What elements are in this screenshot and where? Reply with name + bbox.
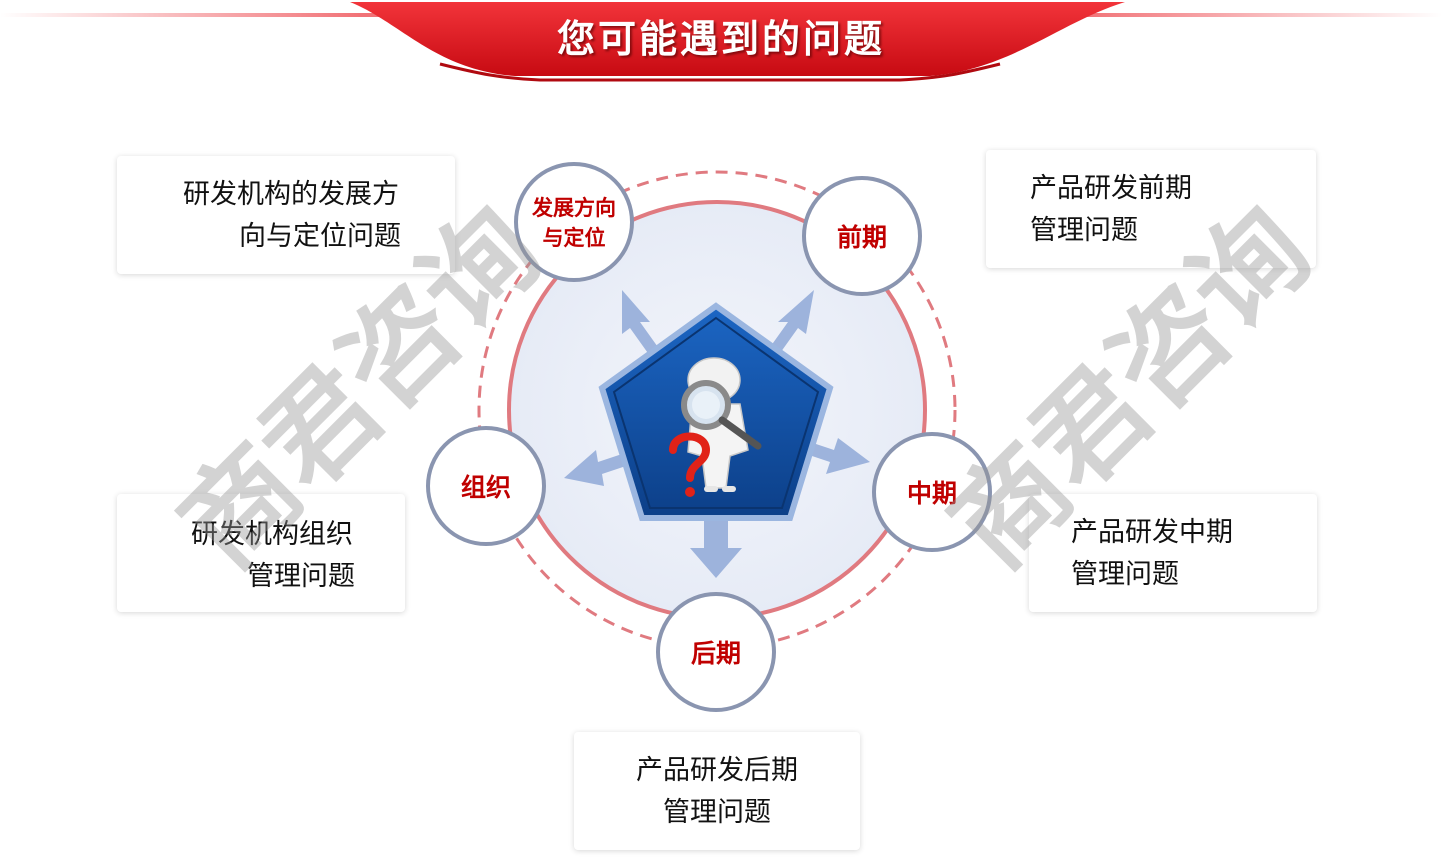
node-middle: 中期	[872, 432, 992, 552]
outer-dashed-ring	[477, 170, 957, 650]
box-direction-line1: 研发机构的发展方	[183, 179, 399, 210]
node-early: 前期	[802, 176, 922, 296]
box-late: 产品研发后期 管理问题	[574, 732, 860, 850]
node-organization-label: 组织	[460, 473, 511, 502]
node-early-label: 前期	[836, 223, 887, 252]
box-organization-line1: 研发机构组织	[191, 519, 353, 550]
box-early-line2: 管理问题	[1030, 215, 1138, 246]
magnifier-person-question-icon	[669, 357, 762, 497]
node-organization: 组织	[426, 426, 546, 546]
box-middle-line1: 产品研发中期	[1071, 517, 1233, 548]
header-banner	[0, 2, 1442, 82]
node-middle-label: 中期	[906, 479, 957, 508]
direction-arrows	[564, 290, 870, 578]
box-organization-line2: 管理问题	[247, 561, 355, 592]
node-direction-line2: 与定位	[542, 226, 606, 250]
box-early-line1: 产品研发前期	[1030, 173, 1192, 204]
box-organization: 研发机构组织 管理问题	[117, 494, 405, 612]
box-middle-line2: 管理问题	[1071, 559, 1179, 590]
box-early: 产品研发前期 管理问题	[986, 150, 1316, 268]
box-late-line2: 管理问题	[663, 797, 771, 828]
box-late-line1: 产品研发后期	[636, 755, 798, 786]
node-direction-line1: 发展方向	[532, 196, 616, 220]
box-direction-line2: 向与定位问题	[239, 221, 401, 252]
node-direction: 发展方向 与定位	[514, 162, 634, 282]
node-late-label: 后期	[690, 639, 741, 668]
page-title: 您可能遇到的问题	[556, 17, 885, 61]
box-direction: 研发机构的发展方 向与定位问题	[117, 156, 455, 274]
box-middle: 产品研发中期 管理问题	[1029, 494, 1317, 612]
node-late: 后期	[656, 592, 776, 712]
